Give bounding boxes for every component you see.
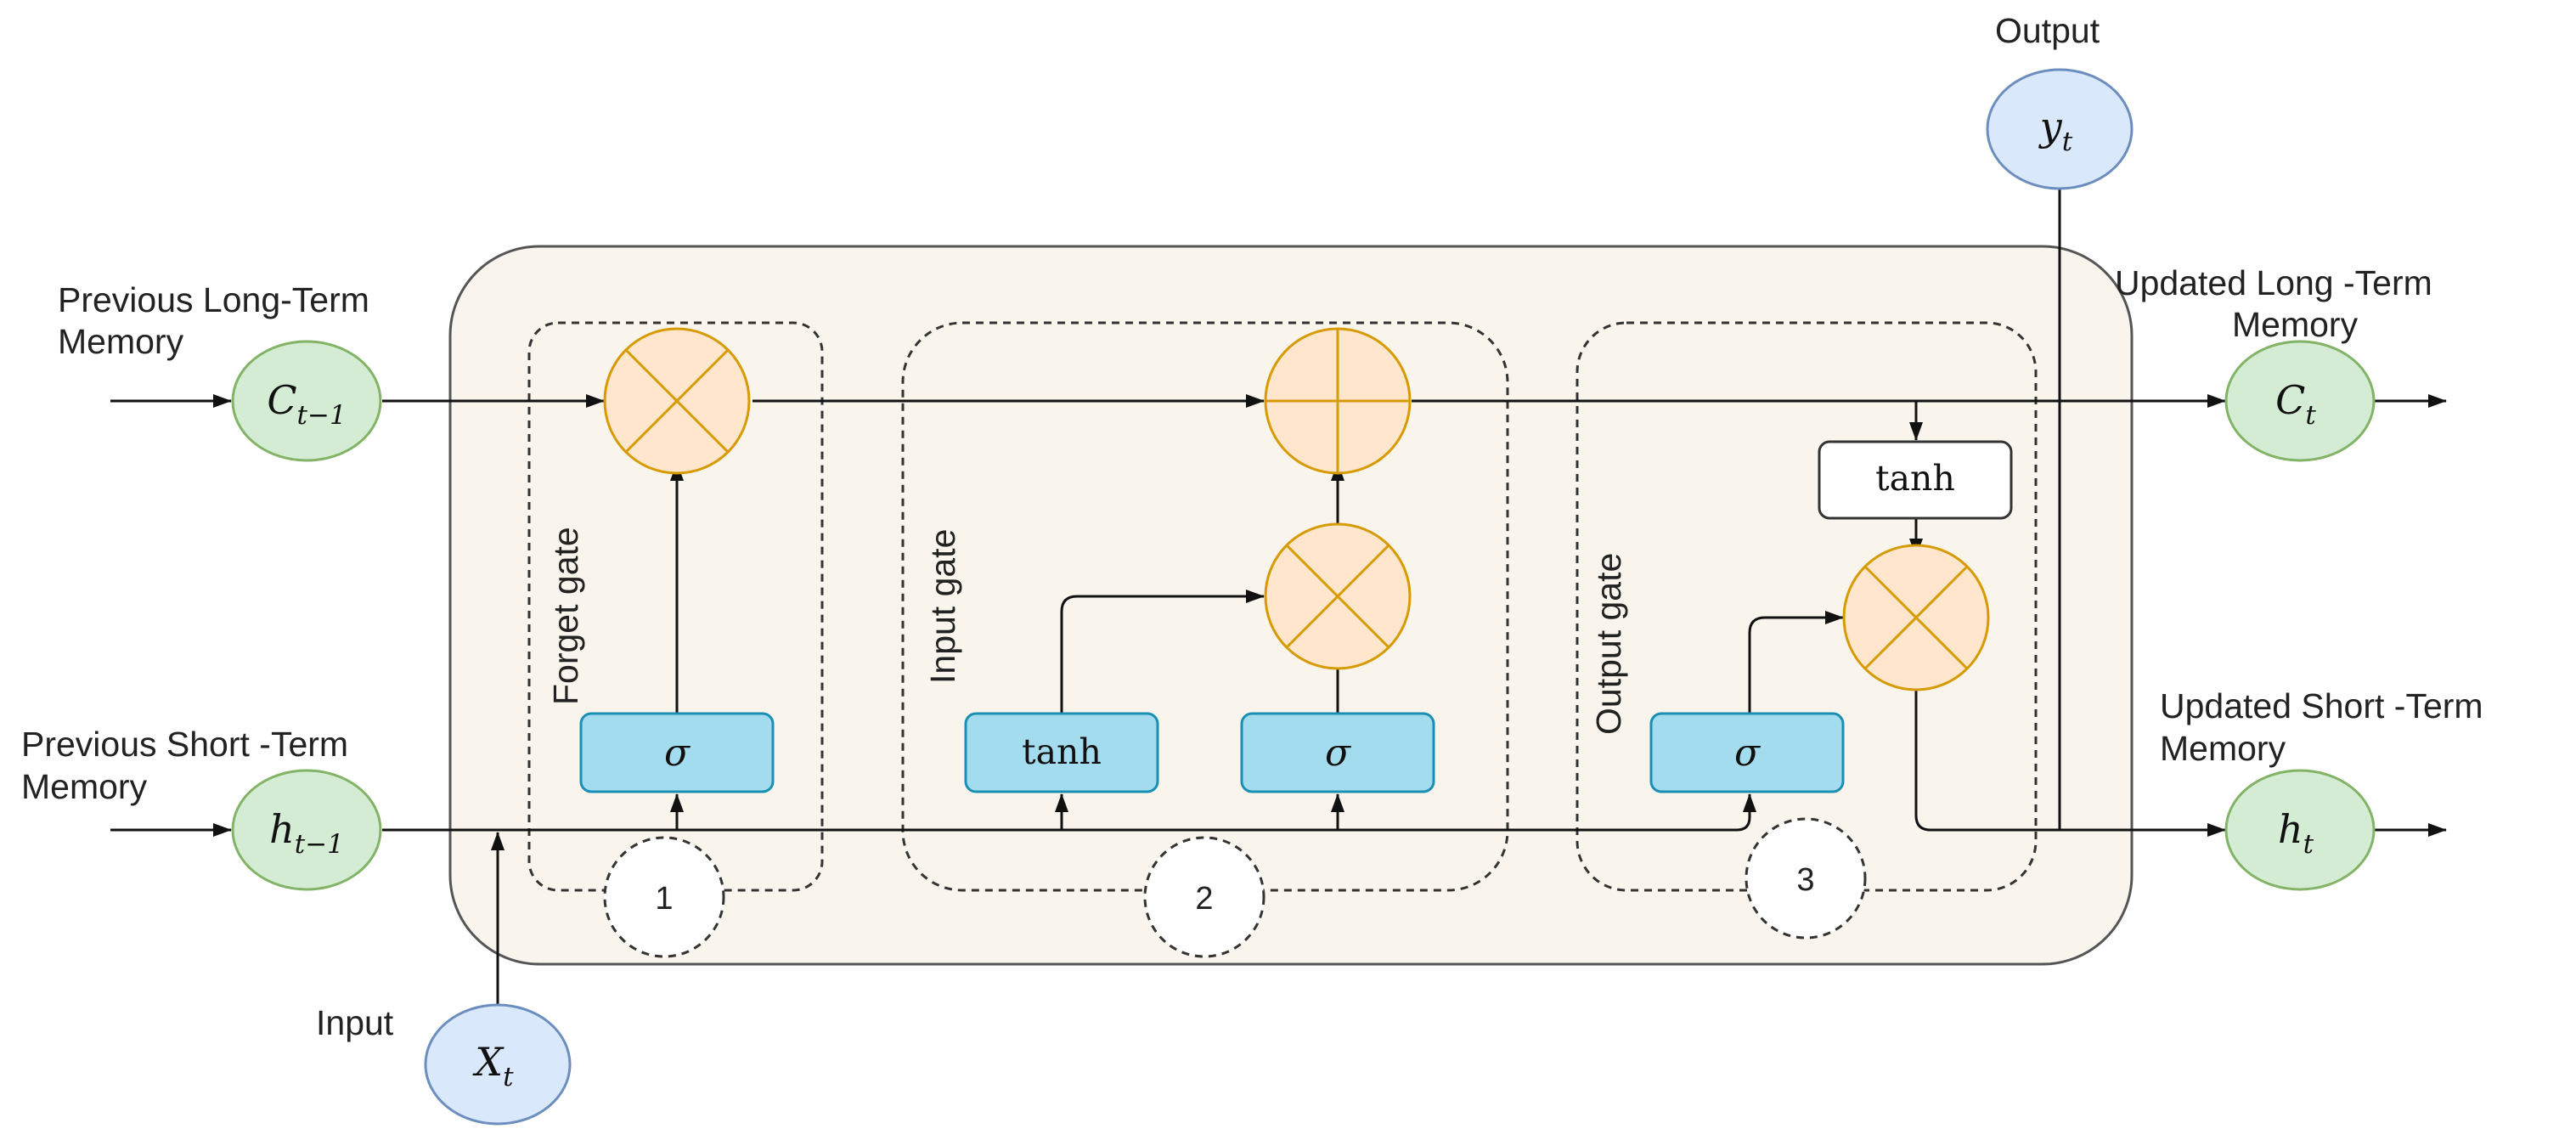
next-hidden-state-sub: t [2303,829,2314,860]
output-label: Output [1995,11,2100,50]
next-hidden-state-node: ht [2224,769,2376,891]
output-y-node: yt [1986,68,2134,190]
svg-text:tanh: tanh [1875,458,1955,499]
forget-gate-number-text: 1 [655,881,673,917]
prev-hidden-state-sub: t−1 [295,829,344,860]
forget-multiply-op [603,327,751,475]
prev-long-term-label-line1: Previous Long-Term [58,280,369,319]
input-gate-label: Input gate [923,529,962,684]
wires [110,187,2447,1005]
prev-hidden-state-base: h [269,806,295,852]
forget-sigma-box: σ [579,712,775,793]
input-gate-number: 2 [1143,836,1265,958]
updated-short-term-label-line2: Memory [2160,729,2286,768]
output-multiply-op [1842,544,1990,691]
input-tanh-box: tanh [964,712,1159,793]
svg-text:σ: σ [1325,731,1352,775]
prev-short-term-label-line1: Previous Short -Term [21,725,348,764]
prev-cell-state-node: Ct−1 [231,340,382,462]
next-hidden-state-base: h [2278,806,2303,852]
input-x-sub: t [503,1062,514,1092]
output-gate-number-text: 3 [1796,862,1814,898]
input-x-node: Xt [424,1003,572,1126]
output-gate-number: 3 [1745,817,1867,940]
next-cell-state-base: C [2275,377,2305,423]
svg-text:ht: ht [2278,806,2314,860]
svg-text:ht−1: ht−1 [269,806,344,860]
next-cell-state-sub: t [2305,400,2316,431]
svg-text:σ: σ [1734,731,1761,775]
forget-gate-number: 1 [603,836,725,958]
forget-gate-label: Forget gate [546,527,585,705]
prev-hidden-state-node: ht−1 [231,769,382,891]
cell-add-op [1264,327,1412,475]
output-gate-region [1575,321,2038,892]
input-gate-number-text: 2 [1195,881,1213,917]
prev-cell-state-base: C [267,377,296,423]
input-sigma-box: σ [1240,712,1435,793]
output-y-sub: t [2062,127,2073,157]
updated-long-term-label-line2: Memory [2232,305,2359,344]
updated-long-term-label-line1: Updated Long -Term [2115,263,2432,302]
next-cell-state-node: Ct [2224,340,2376,462]
svg-text:Ct: Ct [2275,377,2316,431]
svg-text:σ: σ [664,731,691,775]
output-y-base: y [2038,104,2063,150]
prev-short-term-label-line2: Memory [21,767,148,806]
prev-long-term-label-line2: Memory [58,322,184,361]
output-sigma-box: σ [1649,712,1845,793]
svg-text:yt: yt [2038,104,2073,157]
input-label: Input [316,1003,394,1042]
svg-text:Xt: Xt [472,1039,514,1092]
input-x-base: X [472,1039,504,1085]
prev-cell-state-sub: t−1 [297,400,347,431]
input-multiply-op [1264,522,1412,670]
cell-tanh-box: tanh [1818,440,2013,520]
output-gate-label: Output gate [1589,553,1628,735]
updated-short-term-label-line1: Updated Short -Term [2160,686,2483,725]
svg-text:Ct−1: Ct−1 [267,377,346,431]
svg-text:tanh: tanh [1022,731,1102,772]
